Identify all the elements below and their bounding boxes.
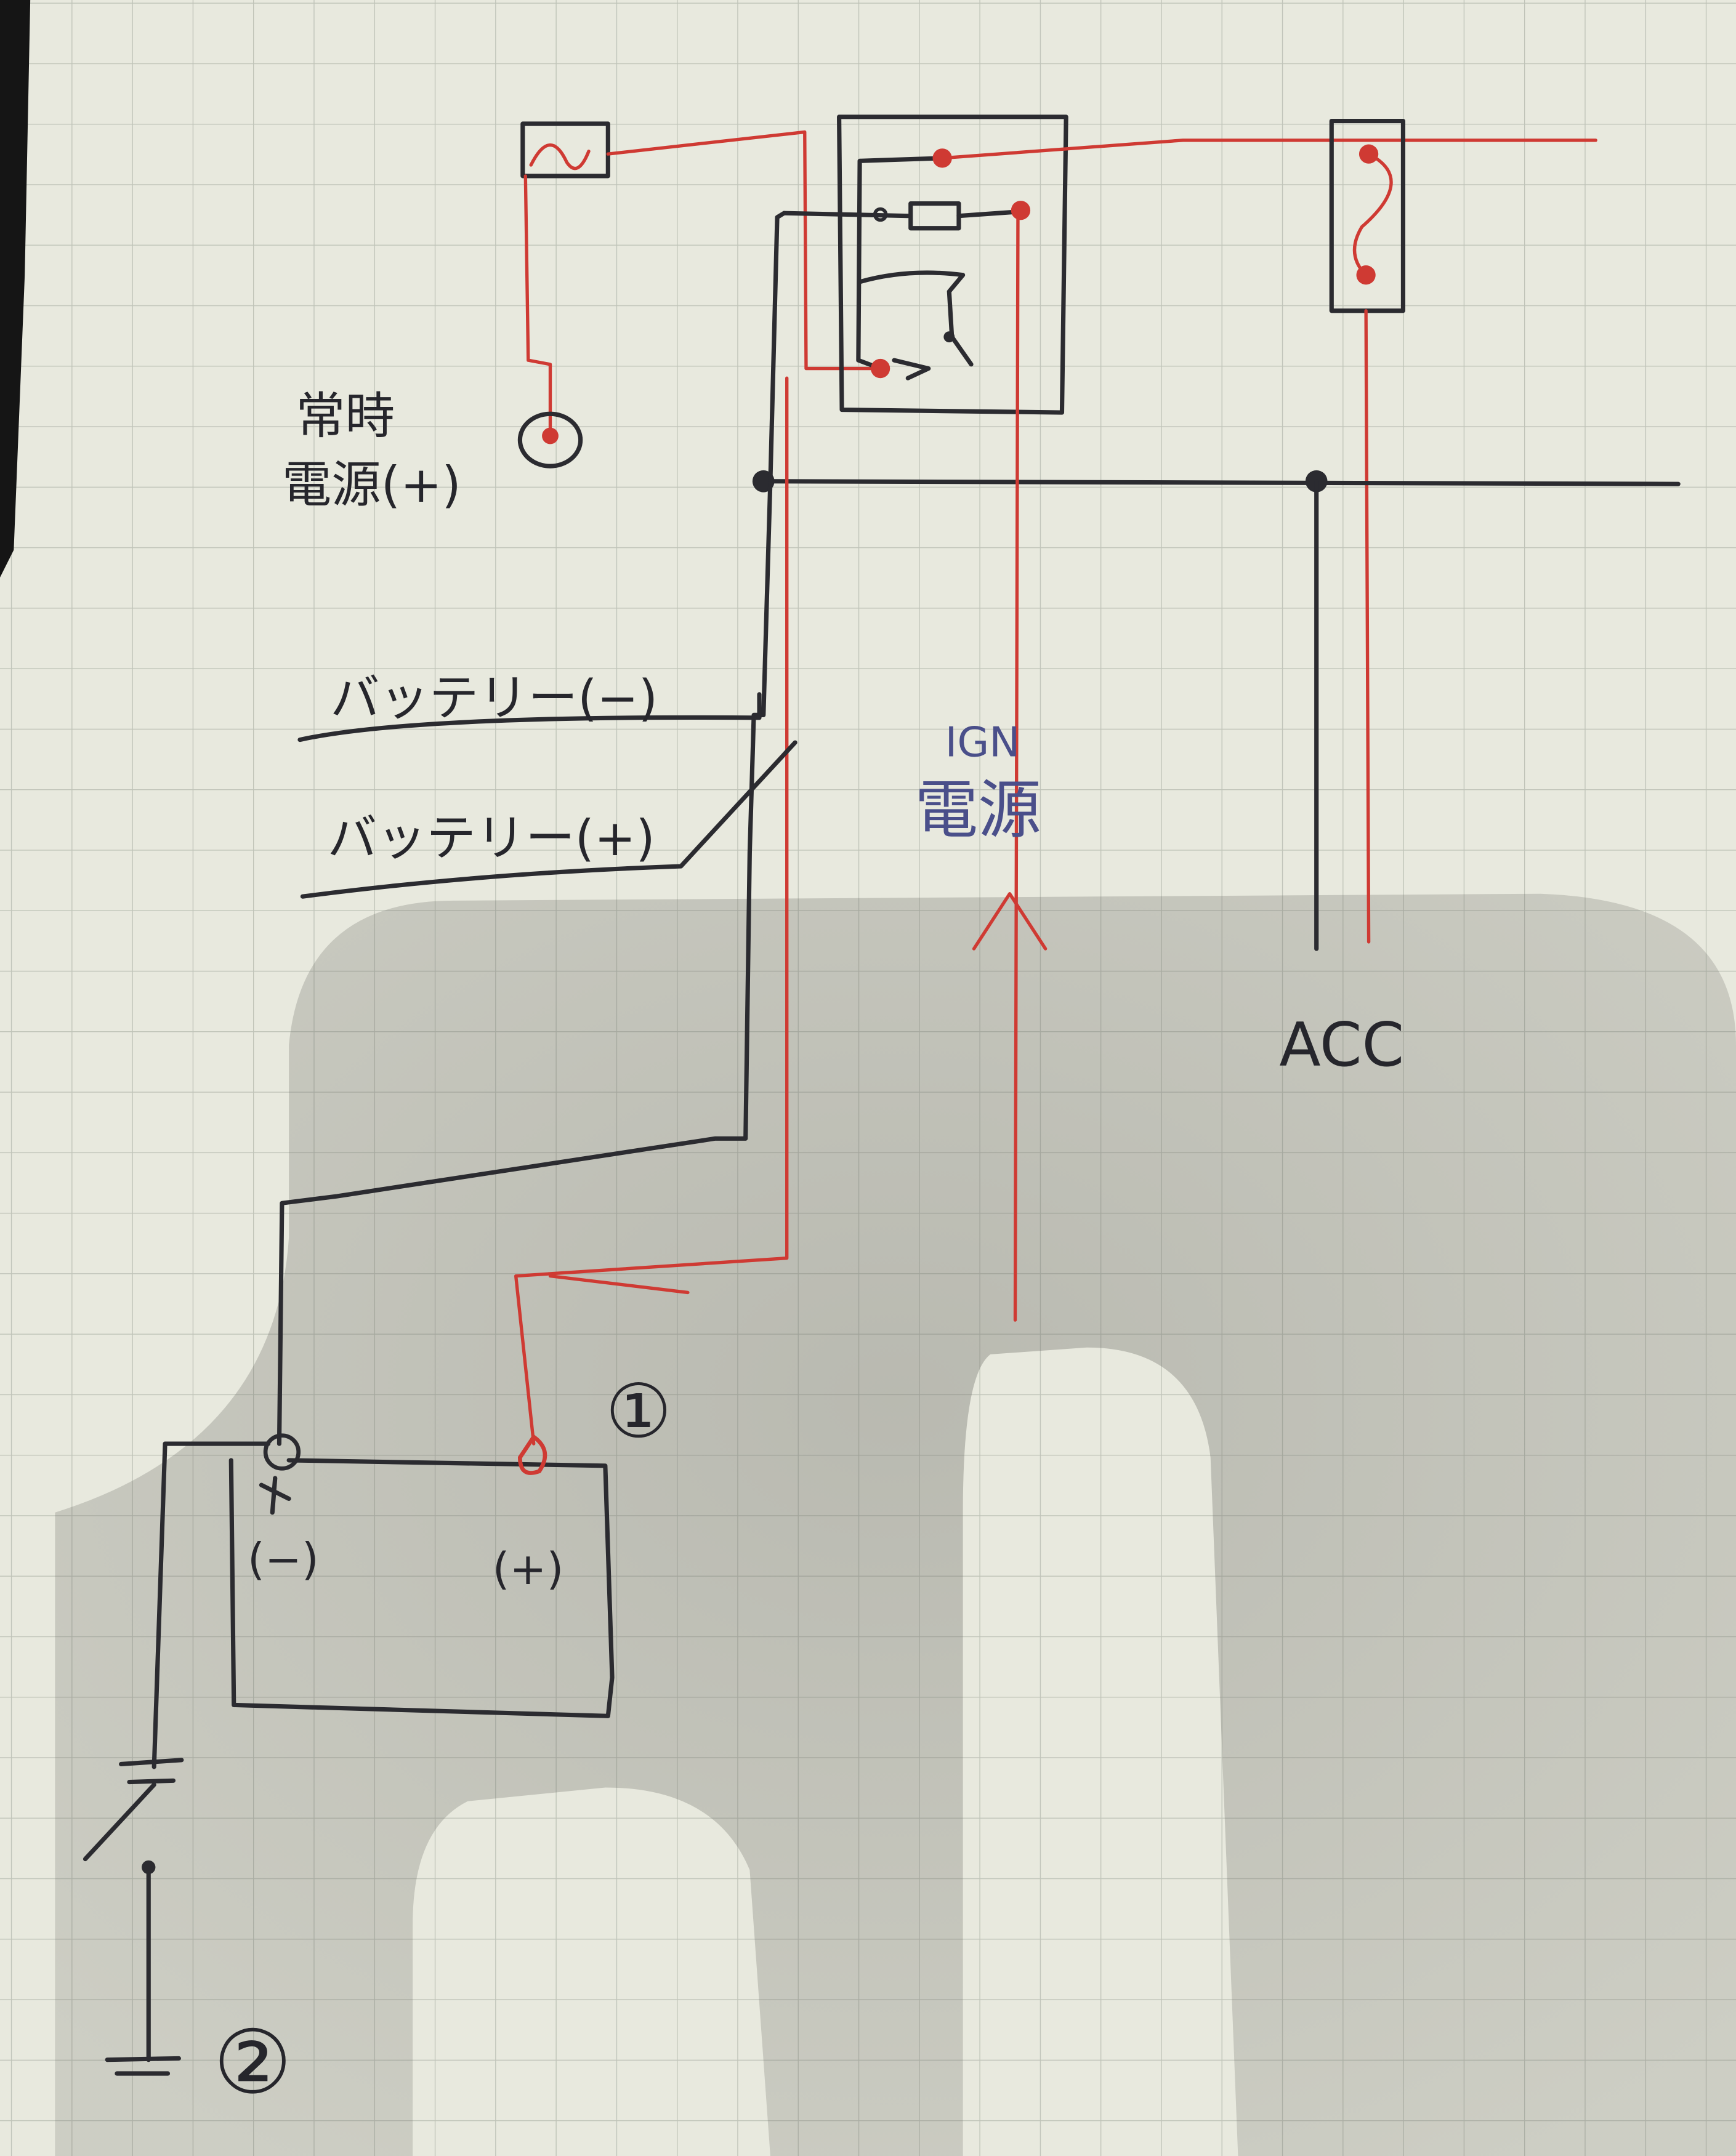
- table-edge: [0, 0, 31, 578]
- marker-1: ①: [605, 1369, 672, 1455]
- marker-2: ②: [213, 2011, 292, 2114]
- battery: [163, 1433, 615, 1718]
- fuse-constant-power: [520, 121, 610, 179]
- relay: [781, 115, 1068, 415]
- shadow: [55, 893, 1736, 2156]
- label-terminal-negative: (−): [248, 1534, 319, 1585]
- arrow-ign: [972, 892, 1048, 951]
- label-constant-power: 常時電源(+): [282, 387, 461, 514]
- wire-chassis: [151, 1441, 168, 1769]
- wire-stub: [548, 1274, 690, 1295]
- terminal-constant-power: [517, 411, 583, 469]
- label-terminal-positive: (+): [493, 1543, 564, 1595]
- label-acc: ACC: [1279, 1010, 1404, 1080]
- wire-constant-power: [523, 174, 552, 439]
- label-ign: IGN: [945, 718, 1020, 766]
- label-battery-negative: バッテリー(−): [330, 669, 658, 726]
- wire-ign: [1013, 211, 1020, 1322]
- switch: [83, 1758, 184, 1875]
- wire-top-bus: [940, 139, 1597, 160]
- leader-battery-negative: [297, 692, 762, 742]
- wire-ground-main: [277, 211, 786, 1446]
- leader-battery-positive: [300, 740, 797, 899]
- wire-acc-red: [1364, 309, 1371, 944]
- label-battery-positive: バッテリー(+): [328, 809, 655, 867]
- label-ign-power: 電源: [914, 774, 1041, 847]
- wire-battery-positive: [514, 376, 789, 1446]
- ground-symbol: [105, 2056, 181, 2076]
- wire-ground-bus: [761, 479, 1681, 486]
